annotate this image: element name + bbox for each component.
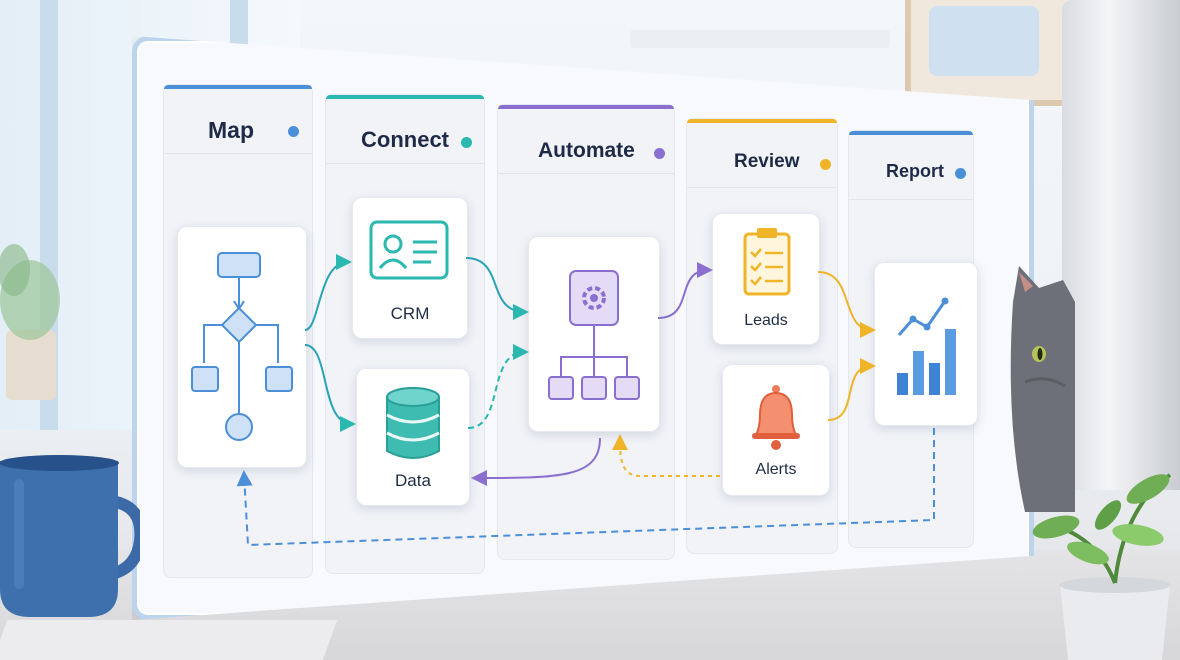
contact-card-icon <box>369 220 449 280</box>
background-picture-frame <box>905 0 1077 106</box>
column-title-review: Review <box>734 151 800 172</box>
card-leads: Leads <box>712 213 820 345</box>
card-label-data: Data <box>395 471 431 490</box>
background-shelf <box>630 30 890 48</box>
card-label-alerts: Alerts <box>755 461 797 478</box>
card-data: Data <box>356 368 470 506</box>
card-alerts: Alerts <box>722 364 830 496</box>
column-dot-automate <box>654 148 665 159</box>
checklist-clipboard-icon <box>743 228 791 296</box>
bell-icon <box>752 385 800 450</box>
column-title-automate: Automate <box>538 139 635 162</box>
column-dot-review <box>820 159 831 170</box>
cat <box>1010 266 1075 512</box>
desk-paper <box>0 620 338 660</box>
card-label-leads: Leads <box>744 312 788 329</box>
column-title-connect: Connect <box>361 127 449 152</box>
card-flowchart <box>177 226 307 468</box>
column-dot-map <box>288 126 299 137</box>
computer-monitor <box>1062 0 1180 490</box>
potted-plant <box>1032 473 1172 660</box>
database-icon <box>386 387 440 459</box>
column-title-map: Map <box>208 117 254 143</box>
background-plant <box>0 244 60 400</box>
bar-chart-icon <box>897 297 956 395</box>
gear-hierarchy-icon <box>548 270 640 400</box>
card-automate <box>528 236 660 432</box>
card-report <box>874 262 978 426</box>
column-dot-report <box>955 168 966 179</box>
flowchart-icon <box>191 252 293 441</box>
card-crm: CRM <box>352 197 468 339</box>
column-dot-connect <box>461 137 472 148</box>
coffee-mug <box>0 455 140 617</box>
column-title-report: Report <box>886 161 944 181</box>
card-label-crm: CRM <box>390 304 430 323</box>
